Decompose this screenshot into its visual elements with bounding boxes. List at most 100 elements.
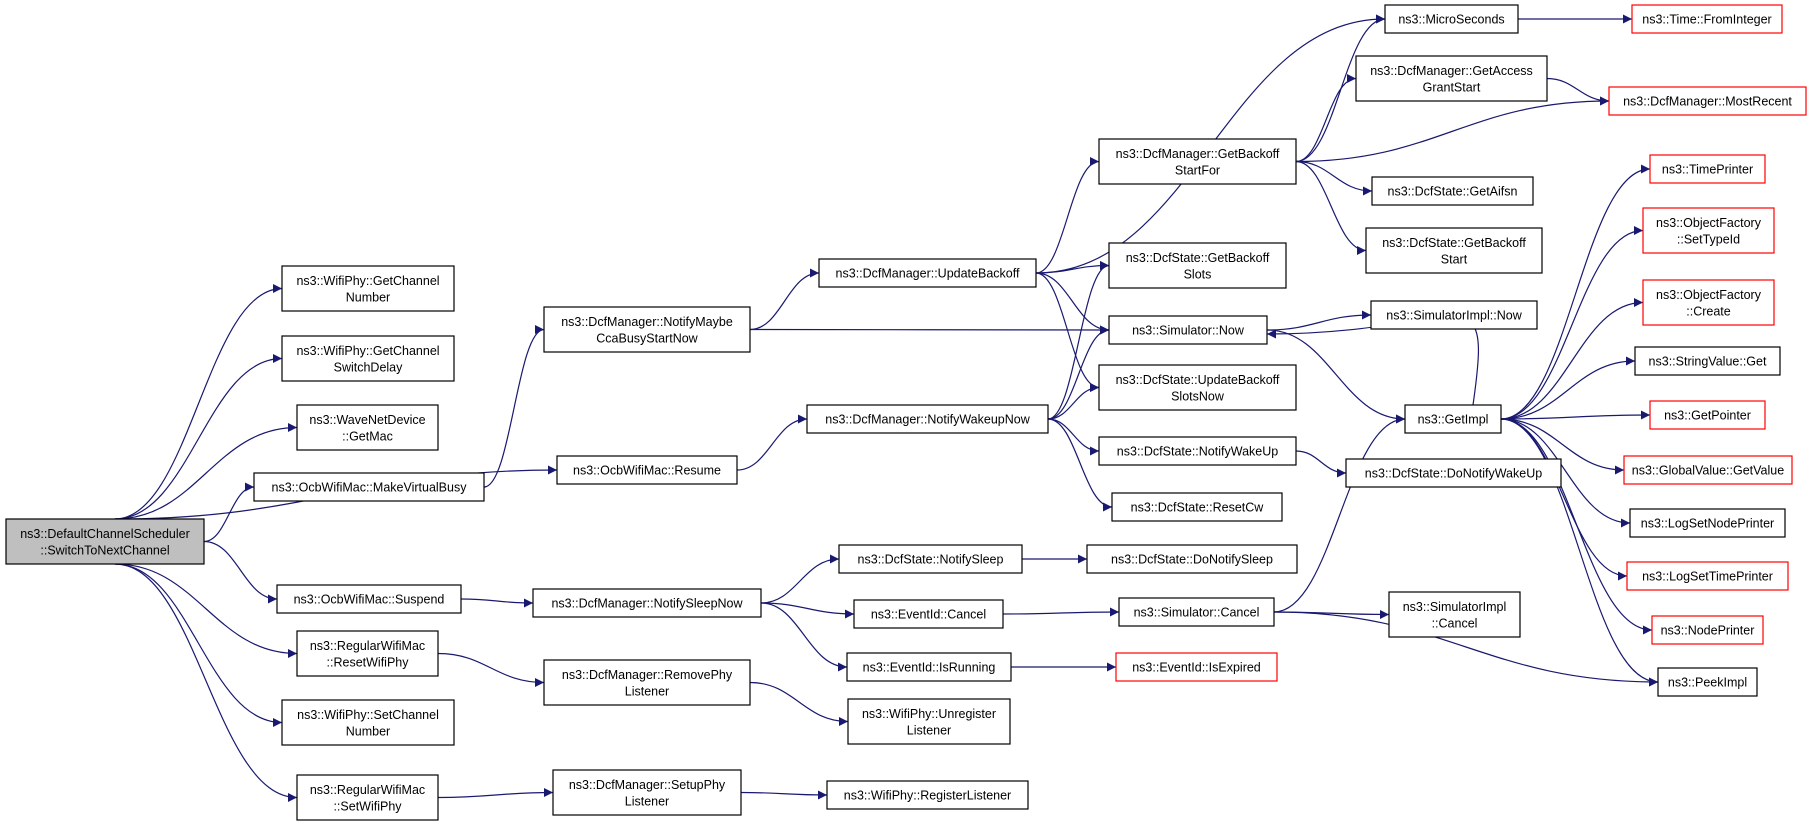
node-dcf-state-do-notify-wake-up[interactable]: ns3::DcfState::DoNotifyWakeUp: [1345, 458, 1562, 488]
node-box[interactable]: [1631, 4, 1783, 34]
node-box[interactable]: [556, 455, 738, 485]
node-event-id-cancel[interactable]: ns3::EventId::Cancel: [853, 599, 1004, 629]
node-box[interactable]: [1649, 154, 1766, 184]
node-box[interactable]: [1355, 55, 1548, 102]
node-box[interactable]: [853, 599, 1004, 629]
node-box[interactable]: [532, 588, 762, 618]
node-box[interactable]: [1634, 346, 1781, 376]
node-box[interactable]: [1108, 242, 1287, 289]
node-regular-wifi-mac-reset-wifi-phy[interactable]: ns3::RegularWifiMac::ResetWifiPhy: [296, 630, 439, 677]
node-regular-wifi-mac-set-wifi-phy[interactable]: ns3::RegularWifiMac::SetWifiPhy: [296, 774, 439, 821]
node-simulator-impl-now[interactable]: ns3::SimulatorImpl::Now: [1370, 300, 1538, 330]
node-box[interactable]: [253, 472, 485, 502]
node-event-id-is-expired[interactable]: ns3::EventId::IsExpired: [1115, 652, 1278, 682]
node-log-set-node-printer[interactable]: ns3::LogSetNodePrinter: [1629, 508, 1786, 538]
node-dcf-state-notify-wake-up[interactable]: ns3::DcfState::NotifyWakeUp: [1098, 436, 1297, 466]
node-box[interactable]: [1365, 227, 1543, 274]
node-micro-seconds[interactable]: ns3::MicroSeconds: [1384, 4, 1519, 34]
node-box[interactable]: [1626, 561, 1789, 591]
node-box[interactable]: [1098, 364, 1297, 411]
node-box[interactable]: [1098, 436, 1297, 466]
node-box[interactable]: [1642, 207, 1775, 254]
node-box[interactable]: [1370, 300, 1538, 330]
node-wifi-phy-register-listener[interactable]: ns3::WifiPhy::RegisterListener: [826, 780, 1029, 810]
node-box[interactable]: [276, 584, 462, 614]
node-peek-impl[interactable]: ns3::PeekImpl: [1657, 667, 1758, 697]
node-box[interactable]: [543, 659, 751, 706]
node-box[interactable]: [838, 544, 1023, 574]
node-box[interactable]: [281, 265, 455, 312]
node-box[interactable]: [296, 630, 439, 677]
node-simulator-cancel[interactable]: ns3::Simulator::Cancel: [1118, 597, 1275, 627]
node-box[interactable]: [806, 404, 1049, 434]
node-box[interactable]: [543, 306, 751, 353]
node-box[interactable]: [1649, 400, 1766, 430]
node-box[interactable]: [281, 699, 455, 746]
node-ocb-wifi-mac-resume[interactable]: ns3::OcbWifiMac::Resume: [556, 455, 738, 485]
node-get-impl[interactable]: ns3::GetImpl: [1404, 404, 1502, 434]
node-box[interactable]: [1651, 615, 1764, 645]
node-default-channel-scheduler-switch-to-next-channel[interactable]: ns3::DefaultChannelScheduler::SwitchToNe…: [5, 518, 205, 565]
node-global-value-get-value[interactable]: ns3::GlobalValue::GetValue: [1623, 455, 1793, 485]
node-box[interactable]: [1086, 544, 1298, 574]
node-box[interactable]: [846, 652, 1012, 682]
node-dcf-manager-notify-wakeup-now[interactable]: ns3::DcfManager::NotifyWakeupNow: [806, 404, 1049, 434]
node-box[interactable]: [1098, 138, 1297, 185]
node-time-from-integer[interactable]: ns3::Time::FromInteger: [1631, 4, 1783, 34]
node-node-printer[interactable]: ns3::NodePrinter: [1651, 615, 1764, 645]
node-box[interactable]: [847, 698, 1011, 745]
node-box[interactable]: [552, 769, 742, 816]
node-box[interactable]: [1384, 4, 1519, 34]
node-box[interactable]: [1642, 279, 1775, 326]
node-box[interactable]: [296, 404, 439, 451]
node-box[interactable]: [1404, 404, 1502, 434]
node-get-pointer[interactable]: ns3::GetPointer: [1649, 400, 1766, 430]
node-event-id-is-running[interactable]: ns3::EventId::IsRunning: [846, 652, 1012, 682]
node-box[interactable]: [826, 780, 1029, 810]
node-box[interactable]: [1371, 176, 1534, 206]
node-box[interactable]: [1629, 508, 1786, 538]
node-ocb-wifi-mac-suspend[interactable]: ns3::OcbWifiMac::Suspend: [276, 584, 462, 614]
node-box[interactable]: [818, 258, 1037, 288]
node-dcf-manager-update-backoff[interactable]: ns3::DcfManager::UpdateBackoff: [818, 258, 1037, 288]
node-box[interactable]: [1115, 652, 1278, 682]
node-simulator-impl-cancel[interactable]: ns3::SimulatorImpl::Cancel: [1388, 591, 1521, 638]
node-box[interactable]: [5, 518, 205, 565]
node-box[interactable]: [1608, 86, 1807, 116]
node-dcf-state-do-notify-sleep[interactable]: ns3::DcfState::DoNotifySleep: [1086, 544, 1298, 574]
node-simulator-now[interactable]: ns3::Simulator::Now: [1108, 315, 1268, 345]
node-dcf-state-notify-sleep[interactable]: ns3::DcfState::NotifySleep: [838, 544, 1023, 574]
node-box[interactable]: [1623, 455, 1793, 485]
node-box[interactable]: [281, 335, 455, 382]
node-wave-net-device-get-mac[interactable]: ns3::WaveNetDevice::GetMac: [296, 404, 439, 451]
node-box[interactable]: [1388, 591, 1521, 638]
node-time-printer[interactable]: ns3::TimePrinter: [1649, 154, 1766, 184]
node-log-set-time-printer[interactable]: ns3::LogSetTimePrinter: [1626, 561, 1789, 591]
node-ocb-wifi-mac-make-virtual-busy[interactable]: ns3::OcbWifiMac::MakeVirtualBusy: [253, 472, 485, 502]
node-dcf-state-reset-cw[interactable]: ns3::DcfState::ResetCw: [1111, 492, 1283, 522]
node-box[interactable]: [1657, 667, 1758, 697]
node-box[interactable]: [1108, 315, 1268, 345]
node-dcf-manager-most-recent[interactable]: ns3::DcfManager::MostRecent: [1608, 86, 1807, 116]
node-object-factory-create[interactable]: ns3::ObjectFactory::Create: [1642, 279, 1775, 326]
node-string-value-get[interactable]: ns3::StringValue::Get: [1634, 346, 1781, 376]
node-dcf-manager-notify-sleep-now[interactable]: ns3::DcfManager::NotifySleepNow: [532, 588, 762, 618]
node-box[interactable]: [296, 774, 439, 821]
node-box[interactable]: [1111, 492, 1283, 522]
node-dcf-state-get-aifsn[interactable]: ns3::DcfState::GetAifsn: [1371, 176, 1534, 206]
node-object-factory-set-type-id[interactable]: ns3::ObjectFactory::SetTypeId: [1642, 207, 1775, 254]
node-box[interactable]: [1118, 597, 1275, 627]
node-dcf-manager-notify-maybe-cca-busy-start-now[interactable]: ns3::DcfManager::NotifyMaybeCcaBusyStart…: [543, 306, 751, 353]
node-box[interactable]: [1345, 458, 1562, 488]
